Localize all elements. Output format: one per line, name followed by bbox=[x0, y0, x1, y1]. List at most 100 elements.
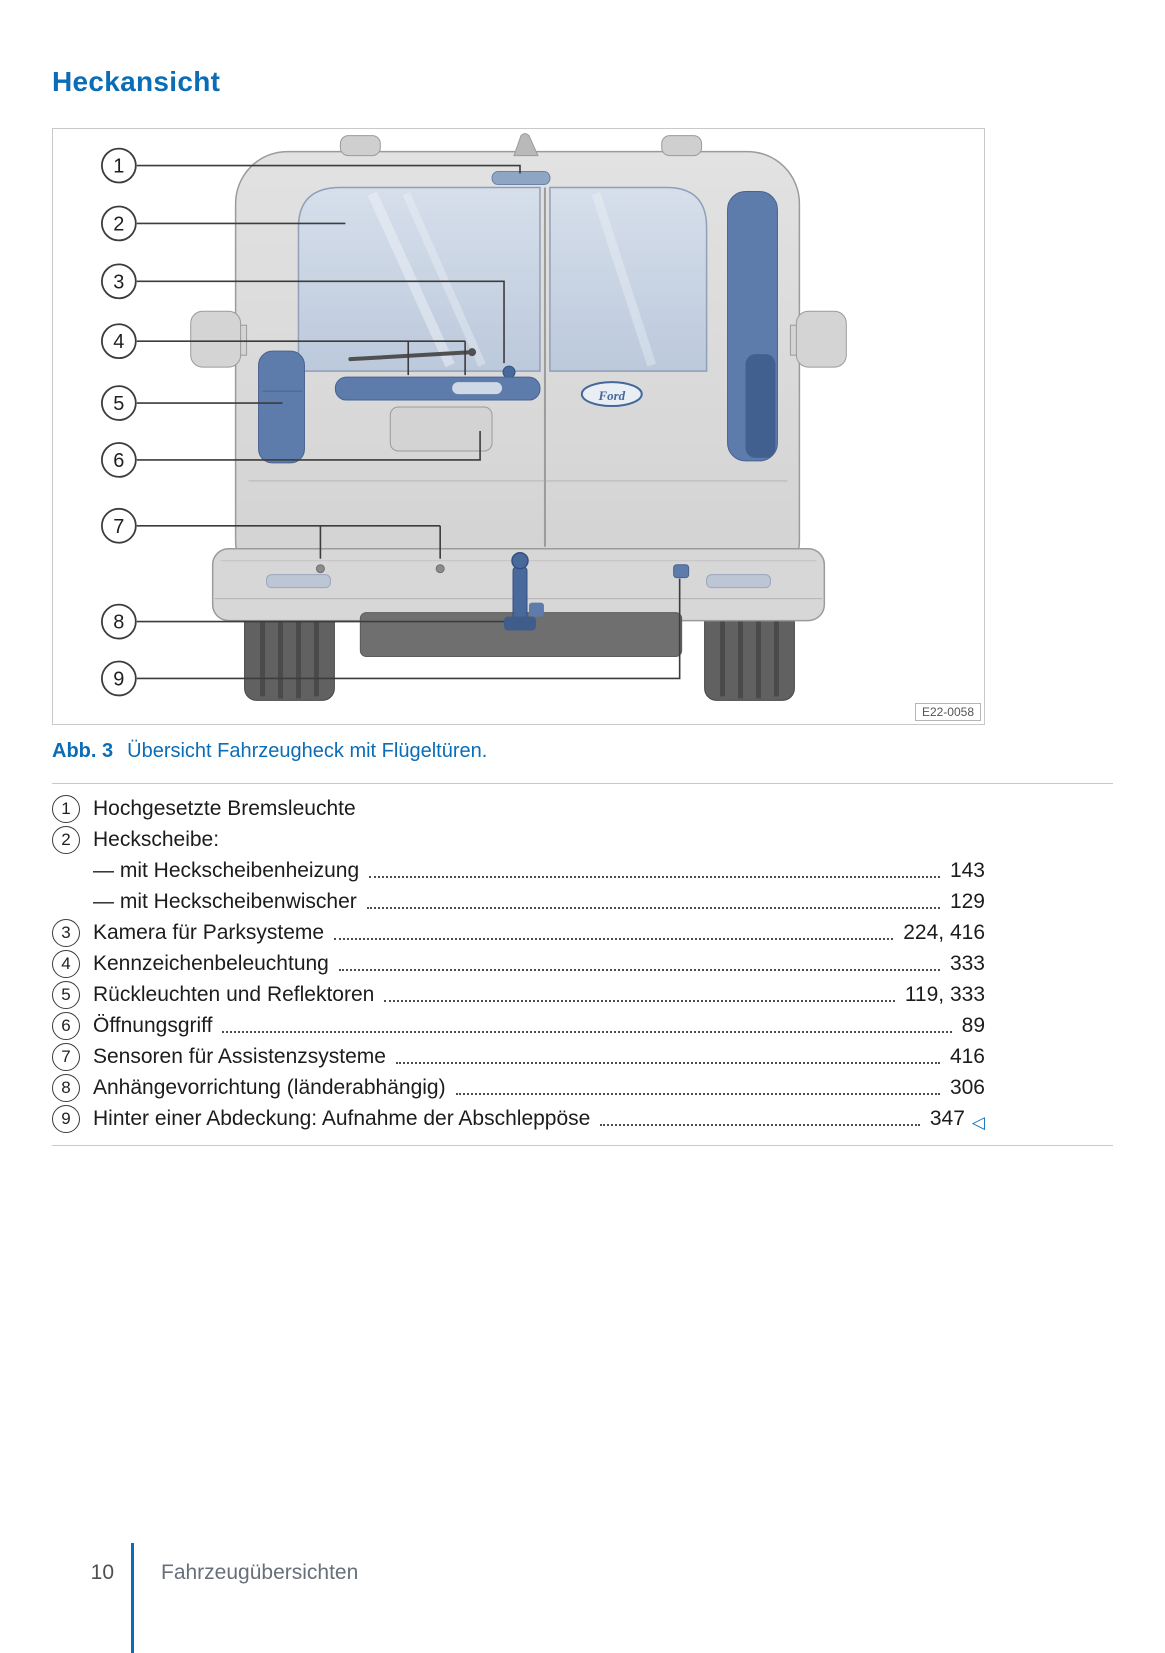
legend-item-label: Hochgesetzte Bremsleuchte bbox=[93, 796, 356, 820]
figure-caption: Abb. 3 Übersicht Fahrzeugheck mit Flügelt… bbox=[52, 740, 1113, 763]
callout-circle-5 bbox=[100, 385, 137, 421]
dot-leader bbox=[338, 969, 940, 971]
rear-wiper bbox=[348, 350, 475, 362]
legend-item-number: 5 bbox=[52, 980, 80, 1009]
brand-badge-text: Ford bbox=[597, 388, 625, 403]
legend-item: 8 Anhängevorrichtung (länderabhängig) 30… bbox=[52, 1073, 985, 1102]
tail-lamps bbox=[258, 191, 778, 464]
callout-circle-6 bbox=[100, 442, 137, 478]
callout-number-6: 6 bbox=[113, 450, 124, 472]
footer-page-number: 10 bbox=[90, 1561, 114, 1584]
parking-camera bbox=[502, 365, 516, 379]
figure-rear-view: Ford bbox=[52, 128, 985, 725]
tow-eye-cover bbox=[673, 564, 690, 579]
callout-number-9: 9 bbox=[113, 668, 124, 690]
legend-item-label: Anhängevorrichtung (länderabhängig) bbox=[93, 1075, 446, 1099]
callout-number-5: 5 bbox=[113, 393, 124, 415]
legend-item-label: Kamera für Parksysteme bbox=[93, 920, 325, 944]
dot-leader bbox=[222, 1031, 952, 1033]
legend-item: 5 Rückleuchten und Reflektoren 119, 333 bbox=[52, 980, 985, 1009]
footer-accent-bar bbox=[131, 1543, 134, 1653]
high-brake-light bbox=[491, 171, 551, 186]
parking-sensor bbox=[435, 564, 445, 574]
dot-leader bbox=[384, 1000, 895, 1002]
legend-item-pages: 119, 333 bbox=[904, 982, 985, 1006]
legend-list: 1 Hochgesetzte Bremsleuchte 2 Heckscheib… bbox=[52, 784, 1113, 1145]
side-mirrors bbox=[190, 310, 847, 368]
dot-leader bbox=[600, 1124, 920, 1126]
legend-item: — mit Heckscheibenheizung 143 bbox=[52, 856, 985, 885]
legend-item-number: 3 bbox=[52, 918, 80, 947]
dot-leader bbox=[366, 907, 940, 909]
callout-number-8: 8 bbox=[113, 612, 124, 634]
licence-plate-recess bbox=[389, 406, 493, 452]
legend-item-number: 6 bbox=[52, 1011, 80, 1040]
legend-item: — mit Heckscheibenwischer 129 bbox=[52, 887, 985, 916]
legend-item-number: 1 bbox=[52, 794, 80, 823]
legend-item-number: 2 bbox=[52, 825, 80, 854]
parking-sensor bbox=[315, 564, 325, 574]
figure-caption-label: Abb. 3 bbox=[52, 740, 114, 762]
dot-leader bbox=[334, 938, 894, 940]
bumper-reflector-right bbox=[706, 574, 771, 589]
page-title: Heckansicht bbox=[52, 66, 221, 97]
legend-item-pages: 333 bbox=[949, 951, 985, 975]
legend-item: 7 Sensoren für Assistenzsysteme 416 bbox=[52, 1042, 985, 1071]
rear-window bbox=[297, 186, 708, 372]
figure-caption-text: Übersicht Fahrzeugheck mit Flügeltüren. bbox=[127, 740, 488, 762]
legend-item-number: 9 bbox=[52, 1104, 80, 1133]
legend-item-label: — mit Heckscheibenheizung bbox=[93, 858, 360, 882]
legend-item-number: 4 bbox=[52, 949, 80, 978]
legend-item-pages: 347 bbox=[929, 1106, 965, 1130]
callout-circle-3 bbox=[100, 263, 137, 300]
page-footer: 10 Fahrzeugübersichten bbox=[52, 1543, 358, 1653]
legend-item: 9 Hinter einer Abdeckung: Aufnahme der A… bbox=[52, 1104, 985, 1133]
legend-item-label: Öffnungsgriff bbox=[93, 1013, 213, 1037]
legend-item: 2 Heckscheibe: bbox=[52, 825, 985, 854]
callout-circle-1 bbox=[100, 147, 137, 184]
callout-number-2: 2 bbox=[113, 213, 124, 235]
callout-circle-8 bbox=[100, 603, 137, 640]
divider-bottom bbox=[52, 1145, 1113, 1146]
legend-item-label: Rückleuchten und Reflektoren bbox=[93, 982, 375, 1006]
callout-circle-7 bbox=[100, 507, 137, 544]
legend-item-label: Sensoren für Assistenzsysteme bbox=[93, 1044, 386, 1068]
callout-number-7: 7 bbox=[113, 516, 124, 538]
legend-item: 6 Öffnungsgriff 89 bbox=[52, 1011, 985, 1040]
roof-antenna bbox=[513, 133, 539, 157]
callout-markers: 1 2 3 4 5 6 7 8 9 bbox=[100, 147, 137, 697]
bumper-reflector-left bbox=[266, 574, 331, 589]
legend-item: 3 Kamera für Parksysteme 224, 416 bbox=[52, 918, 985, 947]
legend-item-label: Heckscheibe: bbox=[93, 827, 220, 851]
callout-circle-9 bbox=[100, 660, 137, 697]
legend-item-pages: 306 bbox=[949, 1075, 985, 1099]
legend-item-pages: 143 bbox=[949, 858, 985, 882]
divider-top bbox=[52, 783, 1113, 784]
callout-circle-2 bbox=[100, 205, 137, 242]
callout-circle-4 bbox=[100, 323, 137, 360]
legend-item: 4 Kennzeichenbeleuchtung 333 bbox=[52, 949, 985, 978]
vehicle-rear-illustration: Ford bbox=[100, 133, 847, 701]
callout-number-1: 1 bbox=[113, 156, 124, 178]
dot-leader bbox=[369, 876, 940, 878]
figure-code: E22-0058 bbox=[914, 703, 981, 721]
legend-item-pages: 89 bbox=[961, 1013, 985, 1037]
legend-item: 1 Hochgesetzte Bremsleuchte bbox=[52, 794, 985, 823]
licence-light-bar bbox=[334, 365, 541, 401]
legend-item-number: 8 bbox=[52, 1073, 80, 1102]
callout-lines bbox=[136, 164, 681, 680]
legend-item-label: — mit Heckscheibenwischer bbox=[93, 889, 357, 913]
next-page-marker-icon: ◁ bbox=[971, 1112, 985, 1132]
legend-item-pages: 416 bbox=[949, 1044, 985, 1068]
footer-section-title: Fahrzeugübersichten bbox=[161, 1561, 359, 1584]
tow-hitch bbox=[504, 551, 544, 631]
roof-rails bbox=[339, 133, 703, 157]
brand-badge: Ford bbox=[580, 381, 643, 408]
legend-item-pages: 224, 416 bbox=[903, 920, 985, 944]
legend-item-pages: 129 bbox=[949, 889, 985, 913]
callout-number-4: 4 bbox=[113, 331, 124, 353]
dot-leader bbox=[455, 1093, 940, 1095]
legend-item-label: Hinter einer Abdeckung: Aufnahme der Abs… bbox=[93, 1106, 591, 1130]
legend-item-label: Kennzeichenbeleuchtung bbox=[93, 951, 329, 975]
